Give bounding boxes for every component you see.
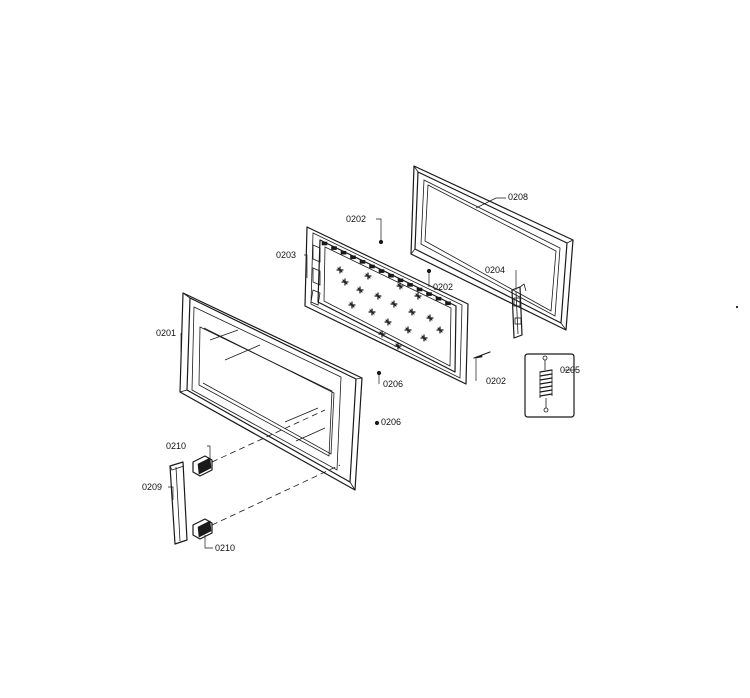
assembly-lines xyxy=(211,409,341,526)
callout-0203: 0203 xyxy=(276,250,296,260)
callout-labels: 0208 0202 0203 0204 0202 0201 0205 0202 … xyxy=(142,192,580,553)
callout-0210-lower: 0210 xyxy=(215,543,235,553)
perforation-mark xyxy=(336,266,344,274)
perforation-mark xyxy=(368,308,376,316)
leader-lines xyxy=(168,197,576,549)
perforation-mark xyxy=(404,326,412,334)
panel-rib xyxy=(407,283,413,287)
panel-rib xyxy=(321,241,328,246)
panel-rib xyxy=(445,301,451,306)
panel-rib xyxy=(426,292,432,296)
perforation-mark xyxy=(348,301,356,309)
perforation-mark xyxy=(341,278,349,286)
callout-0210-upper: 0210 xyxy=(166,441,186,451)
perforation-mark xyxy=(396,282,404,290)
callout-0202-mid: 0202 xyxy=(433,282,453,292)
perforation-mark xyxy=(420,334,428,342)
callout-0202-right: 0202 xyxy=(486,376,506,386)
perforation-mark xyxy=(356,286,364,294)
outer-door-0201 xyxy=(179,292,363,491)
inner-door-panel-0203 xyxy=(304,226,469,385)
door-seal-frame-0208 xyxy=(410,165,574,331)
callout-0206-upper: 0206 xyxy=(383,379,403,389)
panel-perforations xyxy=(321,241,451,350)
stray-dot xyxy=(735,305,739,309)
perforation-mark xyxy=(414,292,422,300)
perforation-mark xyxy=(394,342,402,350)
callout-0204: 0204 xyxy=(485,265,505,275)
panel-rib xyxy=(397,278,404,283)
panel-rib xyxy=(435,296,442,301)
door-handle-0209 xyxy=(169,461,188,545)
callout-0208: 0208 xyxy=(508,192,528,202)
panel-rib xyxy=(331,246,337,250)
spring-detail-0205 xyxy=(524,353,575,418)
panel-rib xyxy=(369,264,375,269)
perforation-mark xyxy=(408,308,416,316)
perforation-mark xyxy=(436,326,444,334)
panel-rib xyxy=(388,273,394,278)
perforation-mark xyxy=(364,272,372,280)
door-latch-0204 xyxy=(511,283,527,339)
panel-rib xyxy=(378,269,385,273)
perforation-mark xyxy=(390,300,398,308)
perforation-mark xyxy=(384,318,392,326)
panel-rib xyxy=(350,255,356,260)
perforation-mark xyxy=(426,314,434,322)
panel-rib xyxy=(340,250,347,255)
panel-rib xyxy=(359,260,366,264)
callout-0205: 0205 xyxy=(560,365,580,375)
callout-0206-lower: 0206 xyxy=(381,417,401,427)
panel-rib xyxy=(416,287,423,292)
perforation-mark xyxy=(374,292,382,300)
callout-0201: 0201 xyxy=(156,328,176,338)
callout-0209: 0209 xyxy=(142,482,162,492)
callout-0202-top: 0202 xyxy=(346,214,366,224)
handle-caps-0210 xyxy=(192,455,213,540)
perforation-mark xyxy=(378,330,386,338)
